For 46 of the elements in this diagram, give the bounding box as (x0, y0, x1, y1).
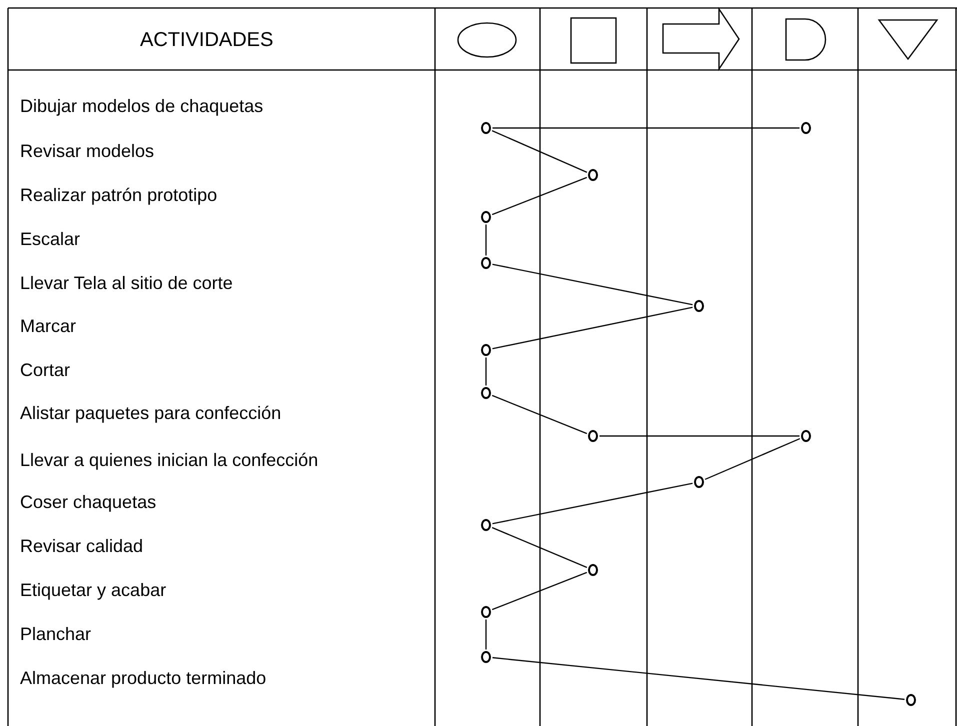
flow-line (492, 264, 693, 306)
activity-label: Revisar calidad (20, 535, 144, 557)
activity-label: Dibujar modelos de chaquetas (20, 95, 264, 117)
activity-label: Coser chaquetas (20, 491, 156, 513)
flow-point (480, 650, 490, 662)
activity-label: Llevar a quienes inician la confección (20, 449, 318, 471)
flow-line (492, 657, 905, 700)
activity-label: Almacenar producto terminado (20, 667, 266, 689)
flow-point (906, 694, 916, 706)
flow-point (588, 430, 598, 442)
flow-line (492, 572, 588, 610)
flow-line (485, 224, 487, 256)
flow-point (800, 430, 810, 442)
flow-point (588, 564, 598, 576)
activity-label: Marcar (20, 315, 76, 337)
activity-label: Cortar (20, 359, 70, 381)
activity-label: Escalar (20, 228, 80, 250)
flow-line (492, 176, 588, 216)
flow-line (492, 527, 588, 568)
activity-label: Alistar paquetes para confección (20, 402, 282, 424)
flow-point (480, 606, 490, 618)
activity-label: Etiquetar y acabar (20, 579, 166, 601)
flow-point (694, 476, 704, 488)
flow-point (480, 386, 490, 398)
flow-point (588, 168, 598, 180)
flow-line (485, 358, 487, 386)
flow-point (480, 122, 490, 134)
flow-point (694, 300, 704, 312)
flow-line (492, 306, 693, 350)
flow-line (600, 435, 800, 437)
flow-point (480, 518, 490, 530)
flow-point (480, 210, 490, 222)
column-header: ACTIVIDADES (140, 29, 274, 51)
activity-label: Llevar Tela al sitio de corte (20, 272, 233, 294)
flow-line (492, 130, 588, 173)
flow-line (492, 482, 693, 524)
flow-line (704, 438, 800, 480)
flow-point (800, 122, 810, 134)
flow-line (485, 620, 487, 650)
flow-line (492, 394, 588, 434)
activity-label: Realizar patrón prototipo (20, 184, 218, 206)
flow-line (492, 127, 800, 129)
flow-point (480, 256, 490, 268)
activity-label: Planchar (20, 623, 92, 645)
flow-point (480, 344, 490, 356)
activity-label: Revisar modelos (20, 140, 154, 162)
